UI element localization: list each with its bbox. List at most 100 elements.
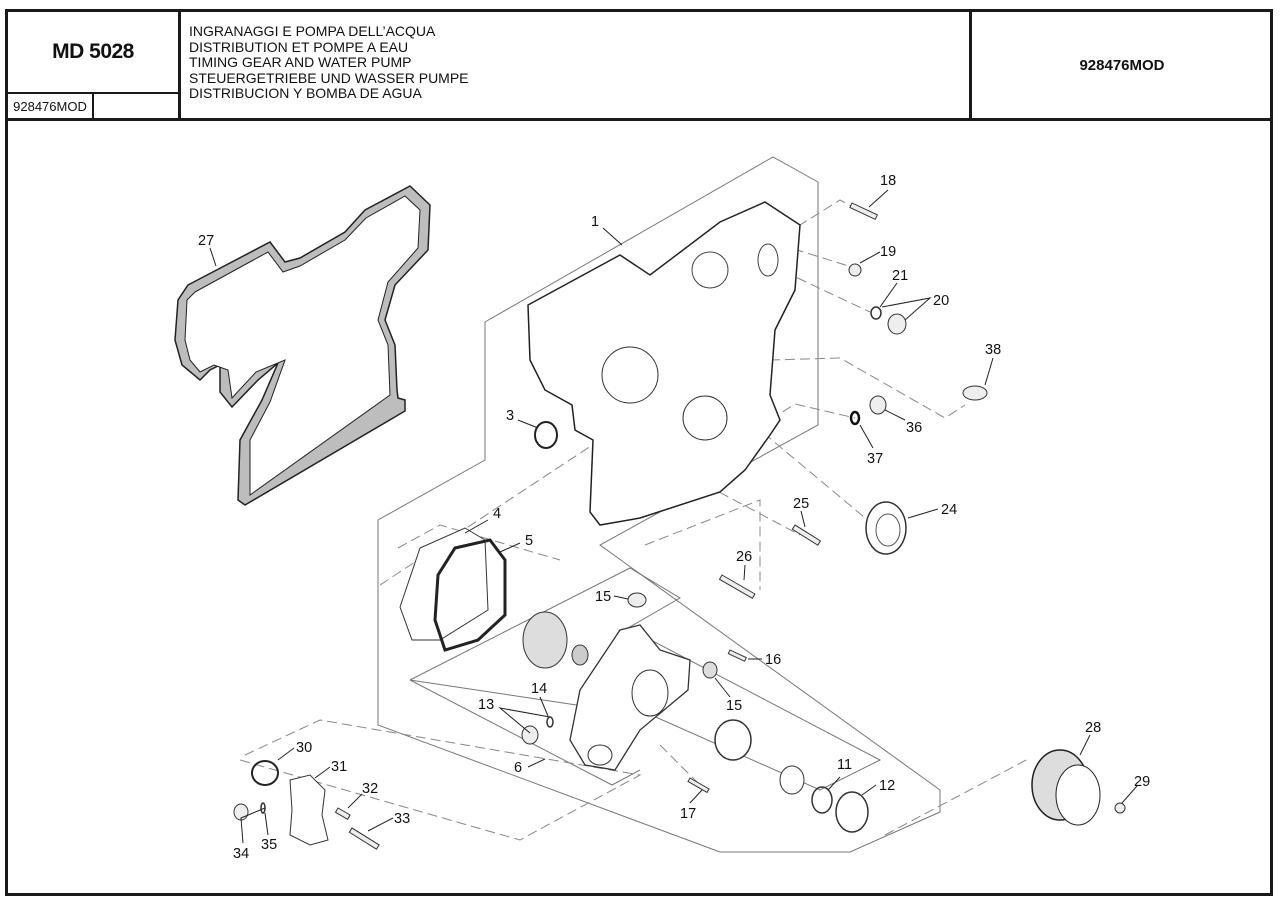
screw-26-part	[718, 574, 756, 600]
callout-line-25	[800, 510, 806, 528]
callout-line-5	[499, 542, 521, 553]
leader-17	[659, 744, 701, 786]
callout-6: 6	[514, 760, 522, 776]
callout-line-4	[464, 519, 489, 534]
pump-body-outlet	[631, 669, 669, 717]
callout-16: 16	[765, 652, 781, 668]
cap-15b-part	[702, 661, 718, 679]
pulley-face	[1055, 764, 1101, 826]
leader-thermostat	[239, 719, 642, 841]
callout-24: 24	[941, 502, 957, 518]
callout-35: 35	[261, 837, 277, 853]
screw-33-part	[348, 827, 380, 850]
pump-body-part	[569, 624, 691, 771]
code-cell-divider	[92, 92, 94, 119]
plug-20-part	[887, 313, 907, 335]
callout-38: 38	[985, 342, 1001, 358]
callout-15a: 15	[595, 589, 611, 605]
callout-line-33	[367, 817, 394, 832]
callout-line-37	[859, 424, 874, 449]
callout-3: 3	[506, 408, 514, 424]
callout-line-35	[264, 812, 269, 836]
drawing-code: 928476MOD	[1079, 57, 1165, 74]
leader-pulley	[884, 757, 1031, 836]
callout-34: 34	[233, 846, 249, 862]
pump-body-inlet	[587, 744, 613, 766]
callout-line-29	[1121, 785, 1138, 804]
pump-plate-part	[399, 527, 489, 641]
callout-21: 21	[892, 268, 908, 284]
cover-gasket-inner	[184, 195, 421, 496]
callout-line-38	[984, 357, 994, 386]
leader-pump-plate	[397, 524, 561, 561]
callout-15b: 15	[726, 698, 742, 714]
callout-30: 30	[296, 740, 312, 756]
callout-line-14	[539, 696, 549, 717]
callout-line-32	[347, 793, 363, 809]
callout-line-20	[881, 297, 932, 321]
callout-28: 28	[1085, 720, 1101, 736]
callout-1: 1	[591, 214, 599, 230]
seal-21-part	[870, 306, 882, 320]
callout-line-26	[743, 564, 746, 581]
callout-line-30	[277, 747, 295, 761]
nut-19-part	[848, 263, 862, 277]
callout-4: 4	[493, 506, 501, 522]
callout-line-28	[1079, 734, 1091, 756]
plug-13-part	[521, 725, 539, 745]
header-bottom-divider	[5, 118, 1273, 121]
callout-19: 19	[880, 244, 896, 260]
seal-part	[571, 644, 589, 666]
callout-line-24	[907, 508, 939, 519]
callout-13: 13	[478, 697, 494, 713]
callout-14: 14	[531, 681, 547, 697]
callout-27: 27	[198, 233, 214, 249]
oil-seal-24-inner	[875, 513, 901, 547]
pump-boundary-b	[409, 679, 641, 786]
thermostat-housing-part	[289, 774, 329, 846]
title-german: STEUERGETRIEBE UND WASSER PUMPE	[189, 69, 469, 86]
callout-line-27	[209, 247, 217, 267]
header-divider-left	[178, 9, 181, 119]
seal-37-part	[849, 410, 861, 426]
callout-29: 29	[1134, 774, 1150, 790]
callout-line-15a	[613, 595, 629, 600]
callout-17: 17	[680, 806, 696, 822]
callout-26: 26	[736, 549, 752, 565]
title-english: TIMING GEAR AND WATER PUMP	[189, 54, 412, 71]
callout-20: 20	[933, 293, 949, 309]
callout-line-13	[498, 707, 551, 734]
callout-31: 31	[331, 759, 347, 775]
cover-port	[757, 243, 779, 277]
callout-line-21	[879, 282, 898, 308]
callout-line-15b	[714, 677, 731, 698]
leader-38	[769, 357, 966, 419]
pump-gasket-part	[433, 538, 507, 652]
cap-15a-part	[627, 592, 647, 608]
leader-26	[644, 499, 761, 590]
callout-line-1	[602, 227, 623, 246]
leader-36	[769, 403, 856, 421]
title-italian: INGRANAGGI E POMPA DELL’ACQUA	[189, 23, 436, 39]
title-spanish: DISTRIBUCION Y BOMBA DE AGUA	[189, 85, 422, 102]
screw-17-part	[687, 777, 710, 794]
callout-18: 18	[880, 173, 896, 189]
callout-5: 5	[525, 533, 533, 549]
callout-line-11	[827, 776, 841, 791]
shaft-hub-part	[779, 765, 805, 795]
callout-11: 11	[837, 757, 852, 773]
timing-cover-part	[527, 201, 801, 526]
snap-ring-part	[811, 786, 833, 814]
cover-gear-bore	[601, 346, 659, 404]
page-frame	[5, 9, 1273, 896]
screw-32-part	[334, 807, 351, 821]
callout-line-36	[884, 409, 906, 421]
callout-25: 25	[793, 496, 809, 512]
callout-line-12	[861, 784, 877, 796]
callout-36: 36	[906, 420, 922, 436]
callout-line-18	[868, 189, 889, 208]
callout-line-6	[527, 758, 546, 768]
callout-32: 32	[362, 781, 378, 797]
impeller-part	[522, 611, 568, 669]
assembly-boundary	[377, 156, 941, 853]
